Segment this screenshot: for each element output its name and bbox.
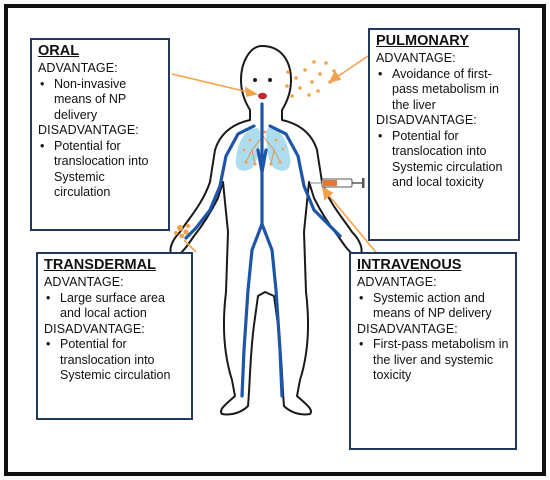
intravenous-disadvantage-label: DISADVANTAGE: (357, 321, 458, 336)
pulmonary-arrow (333, 55, 369, 80)
oral-advantage-list: Non-invasive means of NP delivery (38, 77, 162, 124)
mouth-icon (258, 92, 267, 100)
intravenous-advantage-list: Systemic action and means of NP delivery (357, 291, 509, 322)
transdermal-advantage-label: ADVANTAGE: (44, 275, 124, 289)
pulmonary-advantage-label: ADVANTAGE: (376, 51, 456, 65)
oral-route-box: ORAL ADVANTAGE: Non-invasive means of NP… (30, 38, 170, 231)
lungs-icon (235, 118, 291, 171)
intravenous-disadvantage-list: First-pass metabolism in the liver and s… (357, 337, 509, 384)
transdermal-route-box: TRANSDERMAL ADVANTAGE: Large surface are… (36, 252, 193, 420)
intravenous-advantage-item: Systemic action and means of NP delivery (357, 291, 509, 322)
pulmonary-disadvantage-item: Potential for translocation into Systemi… (376, 129, 512, 191)
oral-title: ORAL (38, 43, 80, 59)
pulmonary-title: PULMONARY (376, 33, 469, 49)
syringe-icon (310, 178, 365, 188)
transdermal-disadvantage-item: Potential for translocation into Systemi… (44, 337, 185, 384)
intravenous-route-box: INTRAVENOUS ADVANTAGE: Systemic action a… (349, 252, 517, 450)
oral-advantage-item: Non-invasive means of NP delivery (38, 77, 162, 124)
skin-particles (174, 224, 190, 239)
oral-advantage-label: ADVANTAGE: (38, 61, 118, 75)
pulmonary-disadvantage-label: DISADVANTAGE: (376, 113, 477, 127)
intravenous-title: INTRAVENOUS (357, 257, 462, 273)
pulmonary-advantage-list: Avoidance of first-pass metabolism in th… (376, 67, 512, 114)
face (253, 78, 272, 100)
transdermal-arrow (183, 239, 197, 253)
blood-vessels (184, 102, 342, 398)
transdermal-disadvantage-list: Potential for translocation into Systemi… (44, 337, 185, 384)
oral-disadvantage-list: Potential for translocation into Systemi… (38, 139, 162, 201)
intravenous-disadvantage-item: First-pass metabolism in the liver and s… (357, 337, 509, 384)
intravenous-arrow (325, 191, 385, 263)
transdermal-title: TRANSDERMAL (44, 257, 156, 273)
inhaled-particles (285, 60, 336, 98)
transdermal-advantage-item: Large surface area and local action (44, 291, 185, 322)
pulmonary-route-box: PULMONARY ADVANTAGE: Avoidance of first-… (368, 28, 520, 241)
connector-arrows (171, 55, 385, 263)
intravenous-advantage-label: ADVANTAGE: (357, 275, 437, 289)
oral-disadvantage-item: Potential for translocation into Systemi… (38, 139, 162, 201)
pulmonary-advantage-item: Avoidance of first-pass metabolism in th… (376, 67, 512, 114)
transdermal-advantage-list: Large surface area and local action (44, 291, 185, 322)
oral-disadvantage-label: DISADVANTAGE: (38, 123, 139, 137)
pulmonary-disadvantage-list: Potential for translocation into Systemi… (376, 129, 512, 191)
transdermal-disadvantage-label: DISADVANTAGE: (44, 321, 145, 336)
oral-arrow (171, 73, 253, 94)
